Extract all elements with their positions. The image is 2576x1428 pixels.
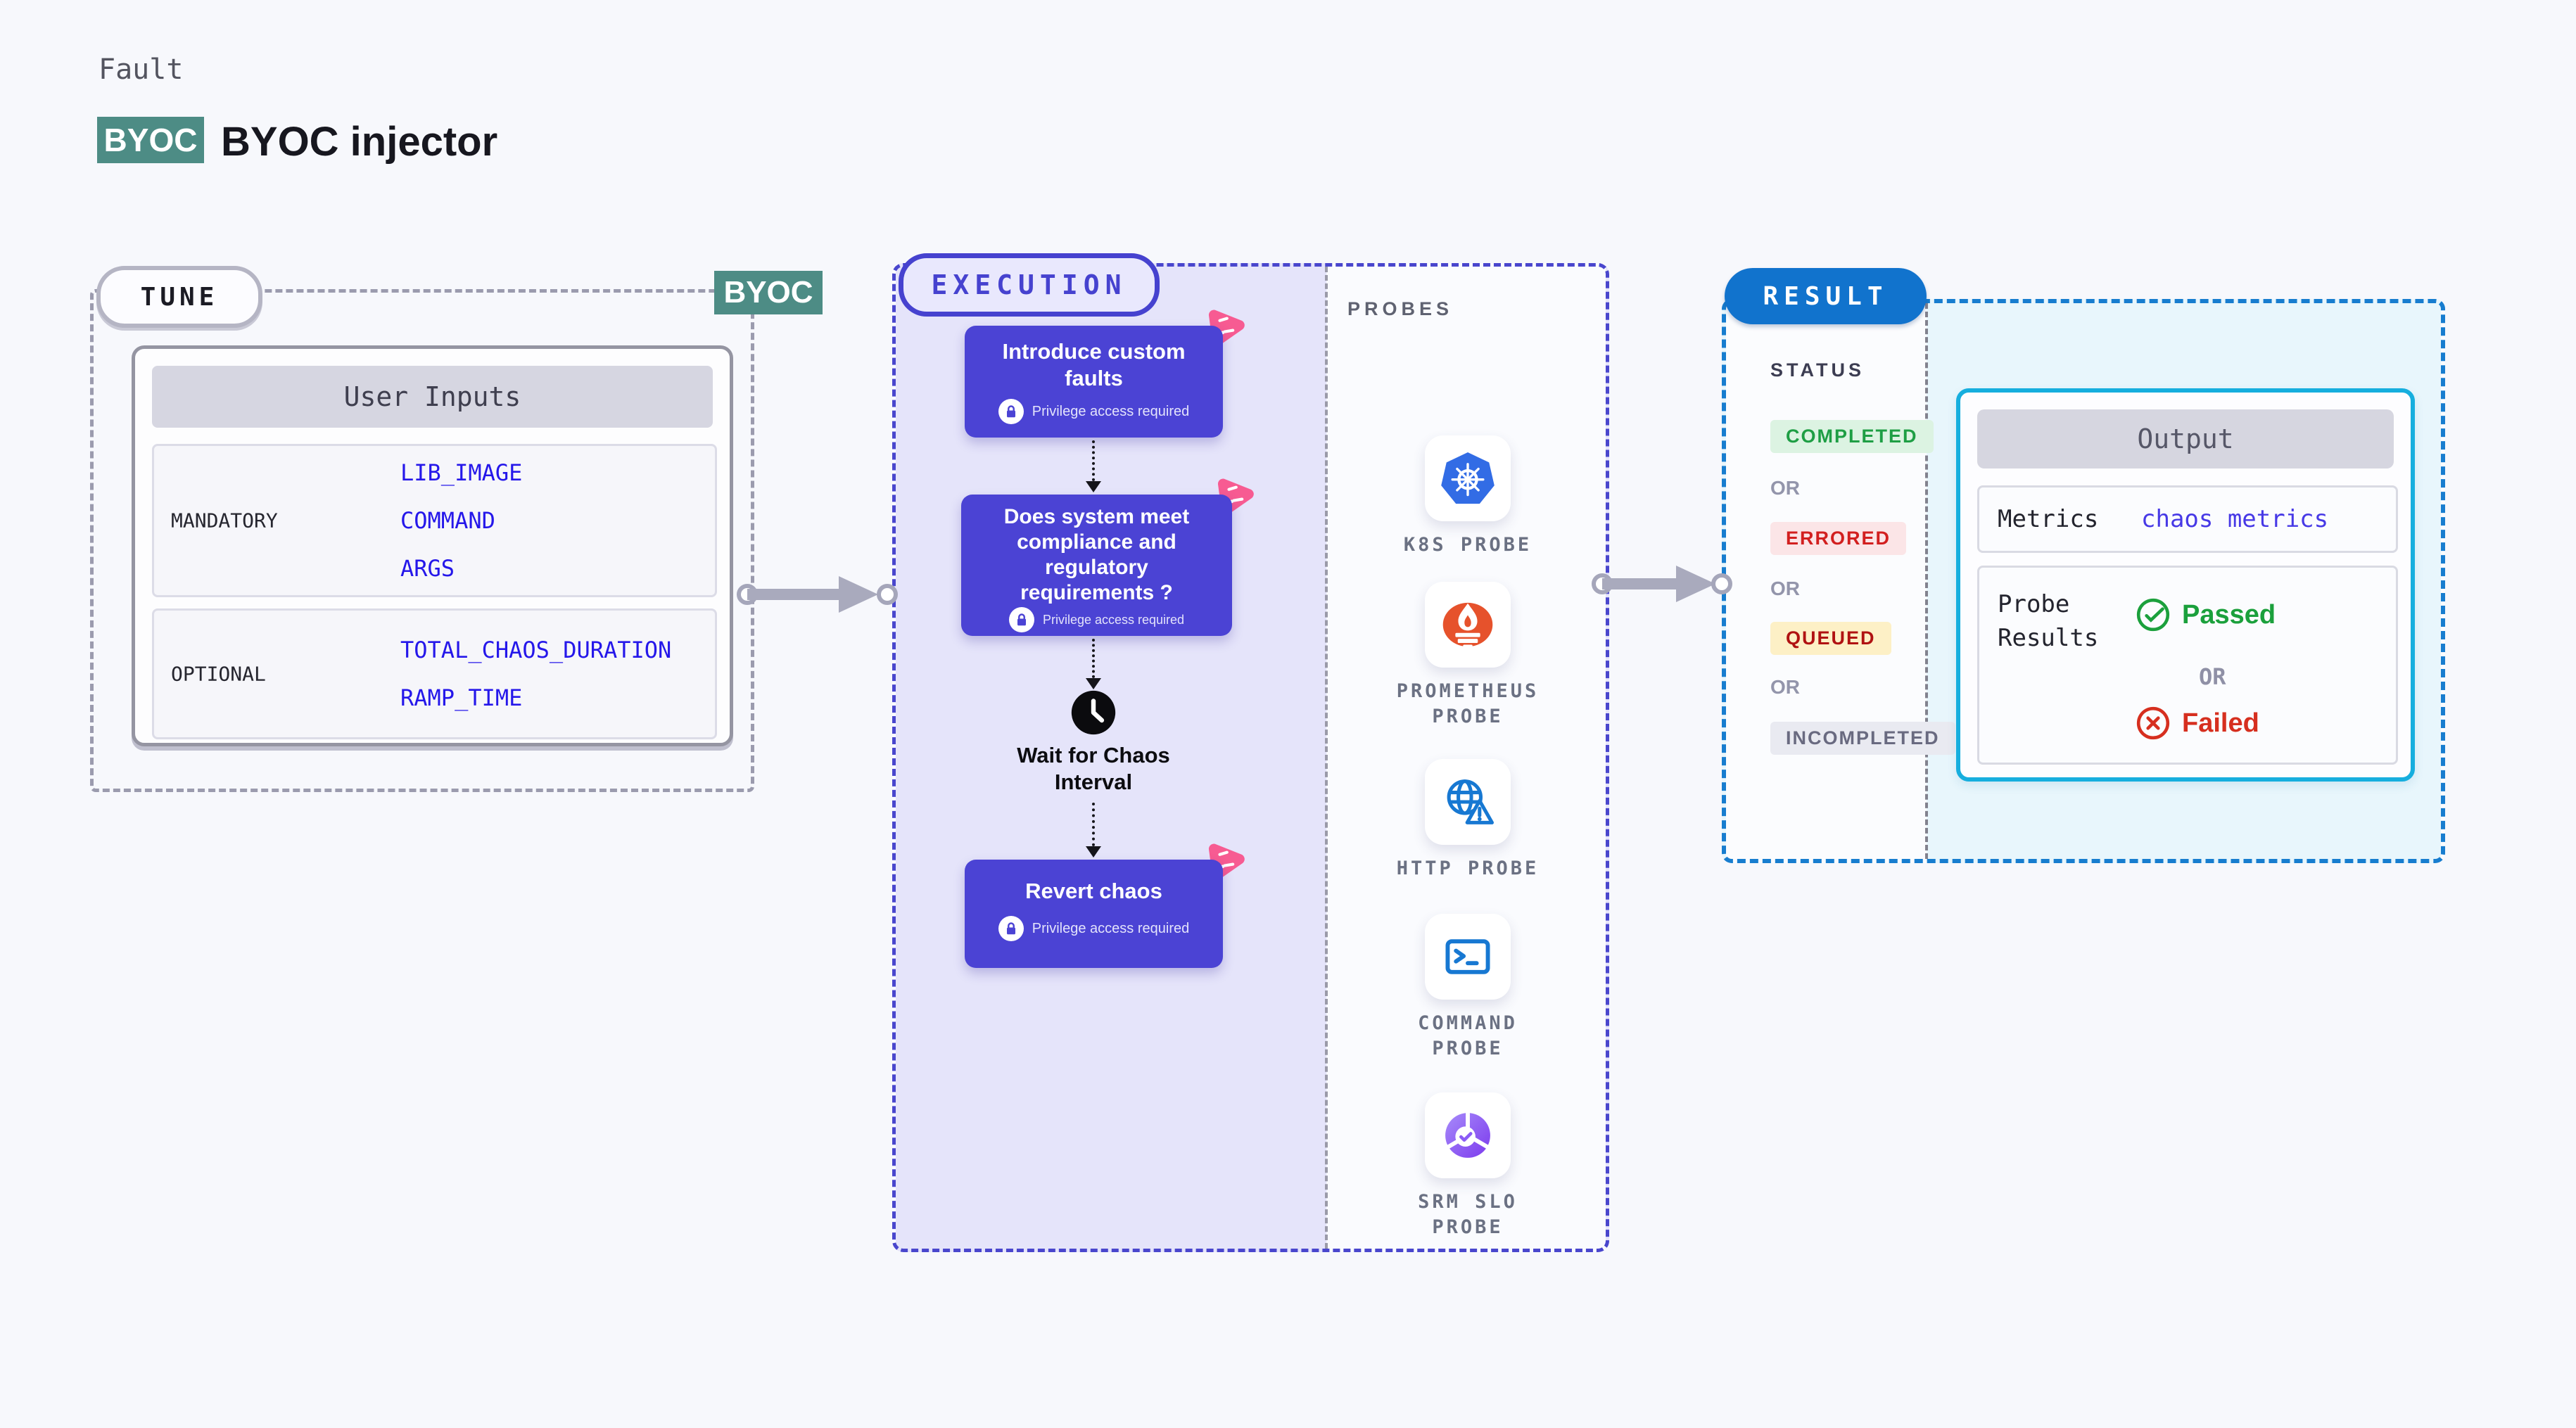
connector-shaft <box>747 589 840 600</box>
output-card: Output Metrics chaos metrics Probe Resul… <box>1956 388 2415 782</box>
metrics-value: chaos metrics <box>2141 505 2329 533</box>
probe-name: SRM SLO PROBE <box>1418 1191 1518 1238</box>
probe-card <box>1425 435 1511 521</box>
output-title: Output <box>1977 409 2394 468</box>
flow-node-revert-chaos: Revert chaos Privilege access required <box>965 860 1223 968</box>
slo-donut-icon <box>1445 1112 1490 1158</box>
probe-srm-slo: SRM SLO PROBE <box>1376 1092 1559 1240</box>
optional-values: TOTAL_CHAOS_DURATION RAMP_TIME <box>400 611 671 737</box>
kubernetes-icon <box>1441 452 1495 504</box>
connector-arrowhead <box>839 576 878 613</box>
probes-divider <box>1325 267 1328 1249</box>
prometheus-icon <box>1442 602 1493 647</box>
result-section: RESULT STATUS COMPLETED OR ERRORED OR QU… <box>1722 268 2445 863</box>
flow-arrowhead <box>1086 481 1101 492</box>
or-label: OR <box>2199 663 2226 690</box>
node-text: Does system meet compliance and regulato… <box>1003 505 1190 604</box>
probe-card <box>1425 582 1511 668</box>
privilege-note: Privilege access required <box>1042 612 1185 627</box>
flow-arrowhead <box>1086 846 1101 858</box>
probes-label: PROBES <box>1347 298 1454 319</box>
flow-connector <box>1092 803 1095 846</box>
execution-section: EXECUTION Introduce custom faults Privil… <box>892 253 1609 1252</box>
flow-node-compliance-check: Does system meet compliance and regulato… <box>961 495 1232 636</box>
privilege-note: Privilege access required <box>1032 403 1190 419</box>
status-badge-queued: QUEUED <box>1770 622 1891 655</box>
probe-name: K8S PROBE <box>1403 534 1533 556</box>
probe-command: COMMAND PROBE <box>1376 914 1559 1062</box>
status-badge-incompleted: INCOMPLETED <box>1770 722 1955 755</box>
clock-icon <box>1071 690 1116 735</box>
metrics-label: Metrics <box>1998 505 2099 533</box>
env-var: ARGS <box>400 555 455 582</box>
http-globe-icon <box>1447 779 1494 824</box>
connector-arrowhead <box>1676 566 1715 602</box>
flow-arrowhead <box>1086 678 1101 689</box>
tune-byoc-badge: BYOC <box>714 271 823 314</box>
connector-dot <box>877 584 898 605</box>
probe-name: PROMETHEUS PROBE <box>1396 680 1540 727</box>
flow-connector <box>1092 639 1095 678</box>
metrics-row: Metrics chaos metrics <box>1977 485 2398 553</box>
execution-label: EXECUTION <box>899 253 1160 317</box>
lock-icon <box>1008 607 1034 632</box>
flow-connector <box>1092 440 1095 481</box>
probe-card <box>1425 1092 1511 1178</box>
lock-icon <box>998 916 1024 941</box>
connector-shaft <box>1602 578 1678 589</box>
result-divider <box>1925 303 1928 859</box>
probe-results-row: Probe Results Passed OR Failed <box>1977 566 2398 765</box>
env-var: LIB_IMAGE <box>400 459 523 486</box>
user-inputs-card: User Inputs MANDATORY LIB_IMAGE COMMAND … <box>132 345 733 746</box>
or-label: OR <box>1770 477 1800 499</box>
failed-verdict: Failed <box>2136 706 2259 741</box>
probe-prometheus: PROMETHEUS PROBE <box>1376 582 1559 729</box>
user-inputs-title: User Inputs <box>152 366 713 428</box>
or-label: OR <box>1770 578 1800 599</box>
status-badge-errored: ERRORED <box>1770 522 1907 555</box>
connector-dot <box>1711 573 1732 594</box>
failed-label: Failed <box>2182 708 2259 738</box>
or-label: OR <box>1770 676 1800 698</box>
env-var: RAMP_TIME <box>400 684 523 711</box>
privilege-note: Privilege access required <box>1032 920 1190 936</box>
node-text: Revert chaos <box>1025 879 1162 903</box>
flow-node-introduce-faults: Introduce custom faults Privilege access… <box>965 326 1223 438</box>
wait-interval-label: Wait for Chaos Interval <box>1017 743 1170 794</box>
status-label: STATUS <box>1770 359 1865 381</box>
check-circle-icon <box>2136 598 2170 632</box>
probe-name: COMMAND PROBE <box>1418 1012 1518 1059</box>
passed-verdict: Passed <box>2136 597 2276 632</box>
lock-icon <box>998 399 1024 424</box>
mandatory-label: MANDATORY <box>171 509 278 533</box>
byoc-badge: BYOC <box>97 117 204 163</box>
tune-label: TUNE <box>96 266 262 328</box>
page-title: BYOC injector <box>221 119 498 165</box>
probe-card <box>1425 914 1511 1000</box>
probe-results-label: Probe Results <box>1998 590 2099 652</box>
fault-eyebrow: Fault <box>99 53 184 86</box>
x-circle-icon <box>2136 706 2170 740</box>
passed-label: Passed <box>2182 599 2276 630</box>
terminal-icon <box>1445 939 1490 974</box>
optional-label: OPTIONAL <box>171 662 266 686</box>
mandatory-row: MANDATORY LIB_IMAGE COMMAND ARGS <box>152 444 717 597</box>
probe-card <box>1425 759 1511 845</box>
mandatory-values: LIB_IMAGE COMMAND ARGS <box>400 446 522 595</box>
probe-name: HTTP PROBE <box>1396 858 1540 879</box>
probe-http: HTTP PROBE <box>1376 759 1559 881</box>
env-var: COMMAND <box>400 507 495 534</box>
tune-section: TUNE BYOC User Inputs MANDATORY LIB_IMAG… <box>90 266 823 792</box>
result-label: RESULT <box>1725 268 1927 324</box>
probe-k8s: K8S PROBE <box>1376 435 1559 558</box>
optional-row: OPTIONAL TOTAL_CHAOS_DURATION RAMP_TIME <box>152 608 717 739</box>
node-text: Introduce custom faults <box>1002 339 1186 390</box>
env-var: TOTAL_CHAOS_DURATION <box>400 637 672 663</box>
status-badge-completed: COMPLETED <box>1770 420 1934 453</box>
